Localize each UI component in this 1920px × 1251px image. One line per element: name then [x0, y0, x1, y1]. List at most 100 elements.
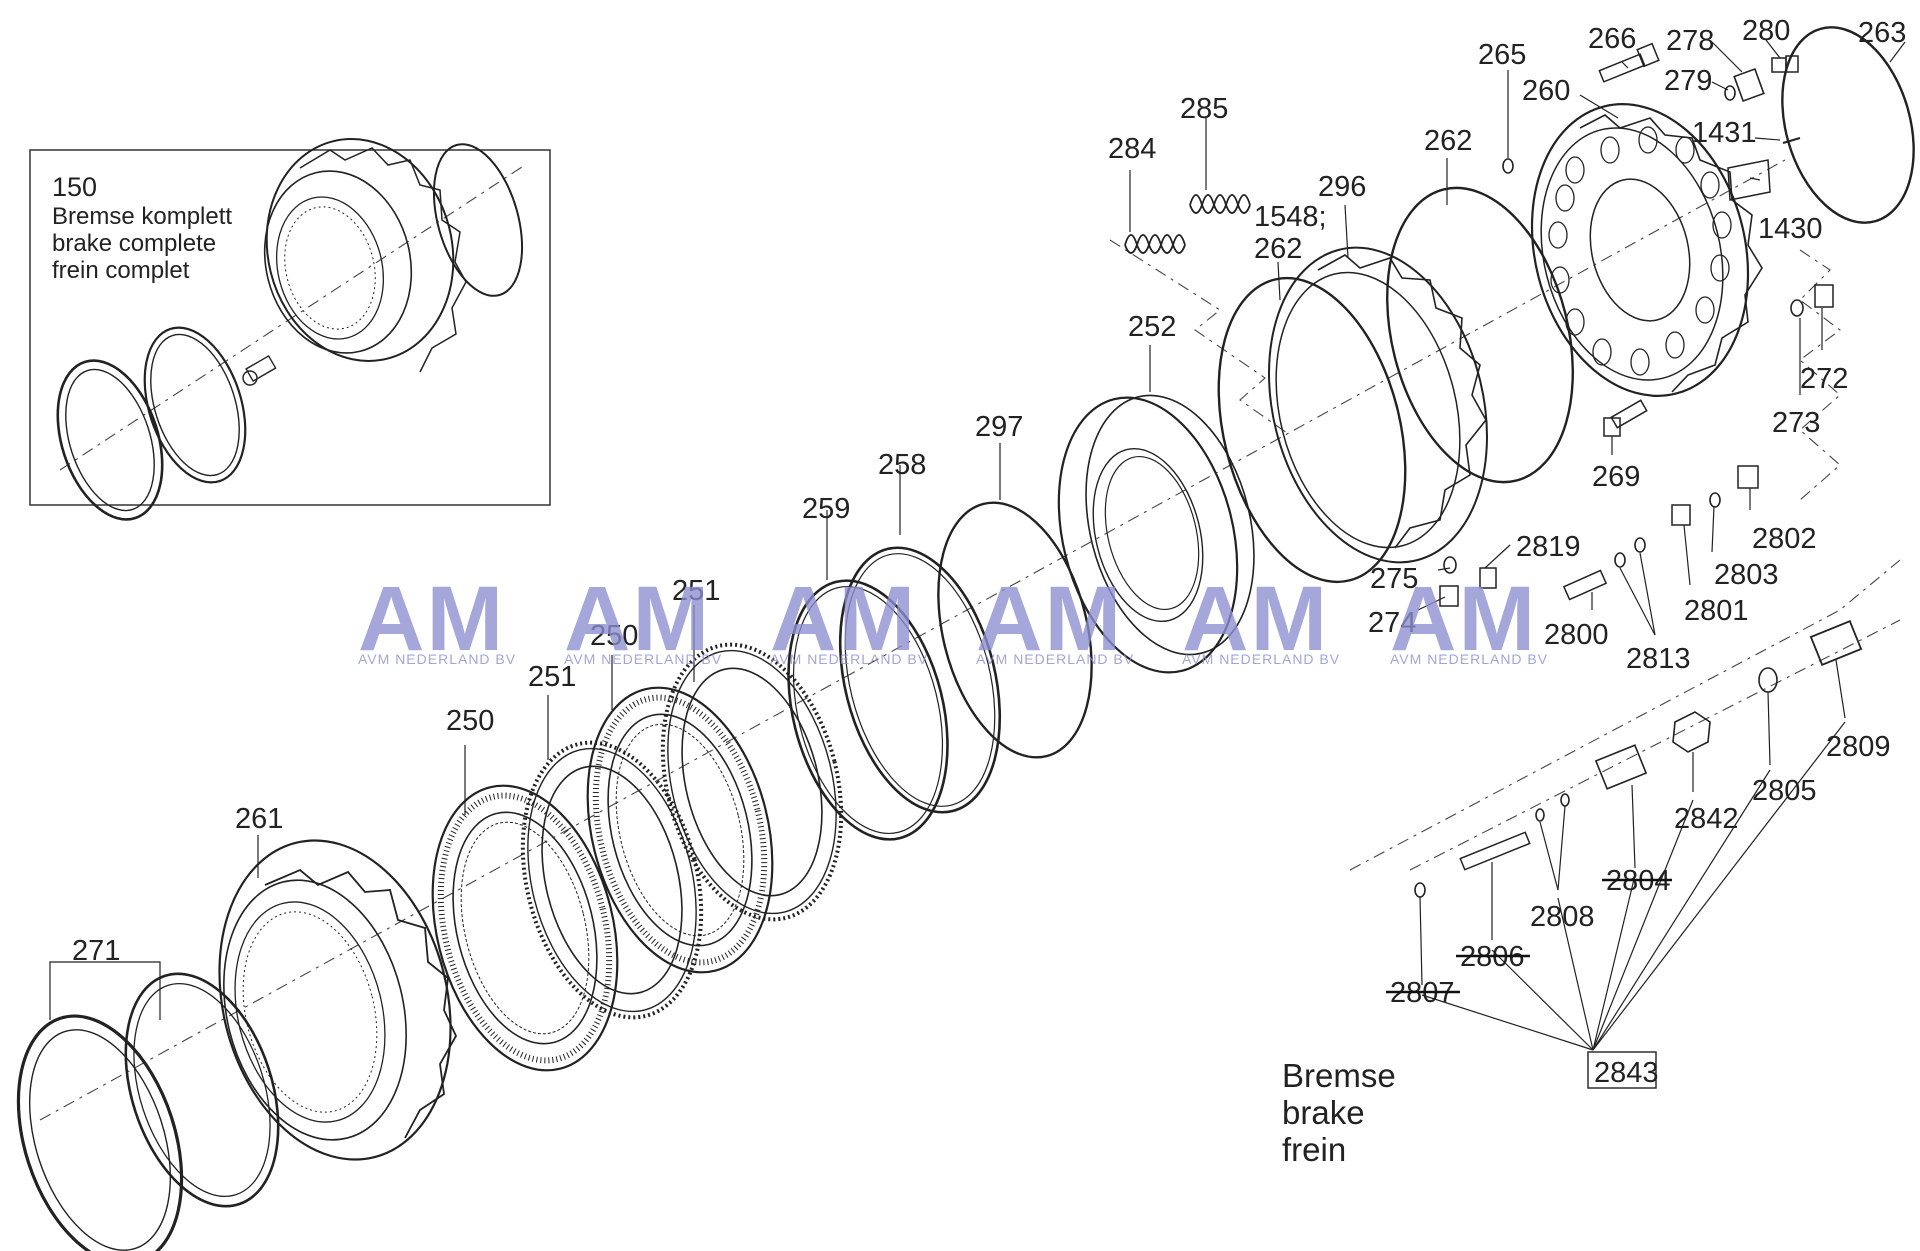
svg-text:AVM NEDERLAND BV: AVM NEDERLAND BV — [1390, 651, 1548, 667]
inset-bolt-icon — [242, 354, 277, 386]
callout-2843: 2843 — [1594, 1057, 1659, 1089]
inset-brake-housing-icon — [263, 138, 467, 373]
callout-2819: 2819 — [1516, 531, 1581, 563]
inset-ring-icon — [143, 326, 247, 484]
callout-labels: 266 278 280 263 265 260 279 285 284 262 … — [72, 15, 1906, 1089]
part-262-o-ring-icon — [1217, 276, 1407, 584]
callout-259: 259 — [802, 493, 850, 525]
svg-text:AM: AM — [770, 568, 917, 670]
part-284-spring-icon — [1124, 234, 1186, 254]
legend-brake: Bremse brake frein — [1282, 1057, 1396, 1168]
legend-line-fr: frein — [1282, 1131, 1346, 1168]
callout-278: 278 — [1666, 25, 1714, 57]
main-axis — [39, 159, 1786, 1121]
svg-text:AVM NEDERLAND BV: AVM NEDERLAND BV — [1182, 651, 1340, 667]
callout-273: 273 — [1772, 407, 1820, 439]
legend-line-en: brake — [1282, 1094, 1365, 1131]
part-2803-o-ring-icon — [1709, 492, 1721, 508]
part-285-spring-icon — [1189, 194, 1251, 214]
valve-axis — [1409, 619, 1901, 871]
callout-284: 284 — [1108, 133, 1156, 165]
svg-text:AM: AM — [564, 568, 711, 670]
callout-2802: 2802 — [1752, 523, 1817, 555]
part-2804-spring-icon — [1594, 744, 1648, 790]
watermark-logo-6: AM AVM NEDERLAND BV — [1390, 568, 1548, 670]
part-297-seal-ring-icon — [937, 501, 1093, 759]
part-273-o-ring-icon — [1790, 299, 1804, 317]
callout-280: 280 — [1742, 15, 1790, 47]
inset-number: 150 — [52, 172, 97, 202]
svg-text:AM: AM — [1390, 568, 1537, 670]
part-261-housing-icon — [218, 839, 458, 1161]
callout-296: 296 — [1318, 171, 1366, 203]
callout-2843-box — [1587, 1051, 1657, 1089]
callout-1430: 1430 — [1758, 213, 1823, 245]
part-250-friction-disc-upper-icon — [586, 686, 774, 974]
callout-263: 263 — [1858, 17, 1906, 49]
part-2819-plug-icon — [1479, 567, 1497, 589]
watermark-logo-3: AM AVM NEDERLAND BV — [770, 568, 928, 670]
callout-2808: 2808 — [1530, 901, 1595, 933]
part-251-steel-disc-icon — [520, 740, 704, 1020]
part-260-cover-plate-icon — [1530, 103, 1763, 397]
part-2809-sleeve-icon — [1809, 620, 1863, 666]
part-1431-pin-icon — [1782, 137, 1801, 144]
callout-274: 274 — [1368, 607, 1416, 639]
part-296-cylinder-icon — [1268, 246, 1488, 564]
svg-text:AM: AM — [1182, 568, 1329, 670]
part-2805-o-ring-icon — [1758, 667, 1778, 693]
inset-line-fr: frein complet — [52, 257, 190, 284]
leader-lines — [49, 39, 1906, 1051]
callout-275: 275 — [1370, 563, 1418, 595]
callout-2801: 2801 — [1684, 595, 1749, 627]
part-272-plug-icon — [1814, 284, 1834, 308]
part-2802-nut-icon — [1737, 465, 1759, 489]
callout-269: 269 — [1592, 461, 1640, 493]
watermark-logo-4: AM AVM NEDERLAND BV — [976, 568, 1133, 670]
watermark-logo-1: AM AVM NEDERLAND BV — [358, 568, 516, 670]
svg-text:AVM NEDERLAND BV: AVM NEDERLAND BV — [564, 651, 722, 667]
svg-text:AVM NEDERLAND BV: AVM NEDERLAND BV — [770, 651, 928, 667]
spring-guide-line — [1109, 239, 1291, 436]
part-266-bolt-icon — [1598, 42, 1660, 83]
callout-2800: 2800 — [1544, 619, 1609, 651]
part-2806-pin-icon — [1459, 831, 1531, 871]
callout-1548: 1548; — [1254, 201, 1327, 233]
svg-text:AM: AM — [976, 568, 1123, 670]
part-262-o-ring-upper-icon — [1386, 186, 1574, 484]
callout-260: 260 — [1522, 75, 1570, 107]
part-271-thrust-washer-icon — [16, 1014, 184, 1251]
part-2801-nut-icon — [1671, 504, 1691, 526]
callout-271: 271 — [72, 935, 120, 967]
callout-2803: 2803 — [1714, 559, 1779, 591]
callout-2813: 2813 — [1626, 643, 1691, 675]
part-2813-o-ring-icon — [1614, 552, 1626, 568]
callout-285: 285 — [1180, 93, 1228, 125]
part-2800-screw-icon — [1562, 569, 1608, 601]
part-275-o-ring-icon — [1443, 556, 1457, 574]
part-2842-nut-icon — [1672, 711, 1711, 753]
callout-279: 279 — [1664, 65, 1712, 97]
part-1430-plate-icon — [1727, 159, 1771, 201]
callout-250b: 250 — [446, 705, 494, 737]
part-2808-o-ring-icon — [1535, 808, 1545, 822]
callout-272: 272 — [1800, 363, 1848, 395]
inset-thrust-washer-icon — [56, 359, 164, 521]
part-259-ring-icon — [787, 579, 949, 841]
inset-seal-ring-icon — [432, 143, 524, 297]
callout-2809: 2809 — [1826, 731, 1891, 763]
callout-262a: 262 — [1424, 125, 1472, 157]
callout-251a: 251 — [672, 575, 720, 607]
part-280-screw-icon — [1771, 55, 1799, 73]
watermark-logo-2: AM AVM NEDERLAND BV — [564, 568, 722, 670]
part-269-bolt-icon — [1603, 399, 1648, 437]
part-271-ring-icon — [124, 972, 280, 1208]
inset-line-de: Bremse komplett — [52, 203, 232, 230]
inset-brake-complete: 150 Bremse komplett brake complete frein… — [29, 138, 551, 521]
callout-1431: 1431 — [1692, 117, 1757, 149]
part-265-o-ring-icon — [1502, 158, 1514, 174]
part-258-ring-icon — [838, 546, 1002, 814]
callout-266: 266 — [1588, 23, 1636, 55]
svg-text:AVM NEDERLAND BV: AVM NEDERLAND BV — [358, 651, 516, 667]
